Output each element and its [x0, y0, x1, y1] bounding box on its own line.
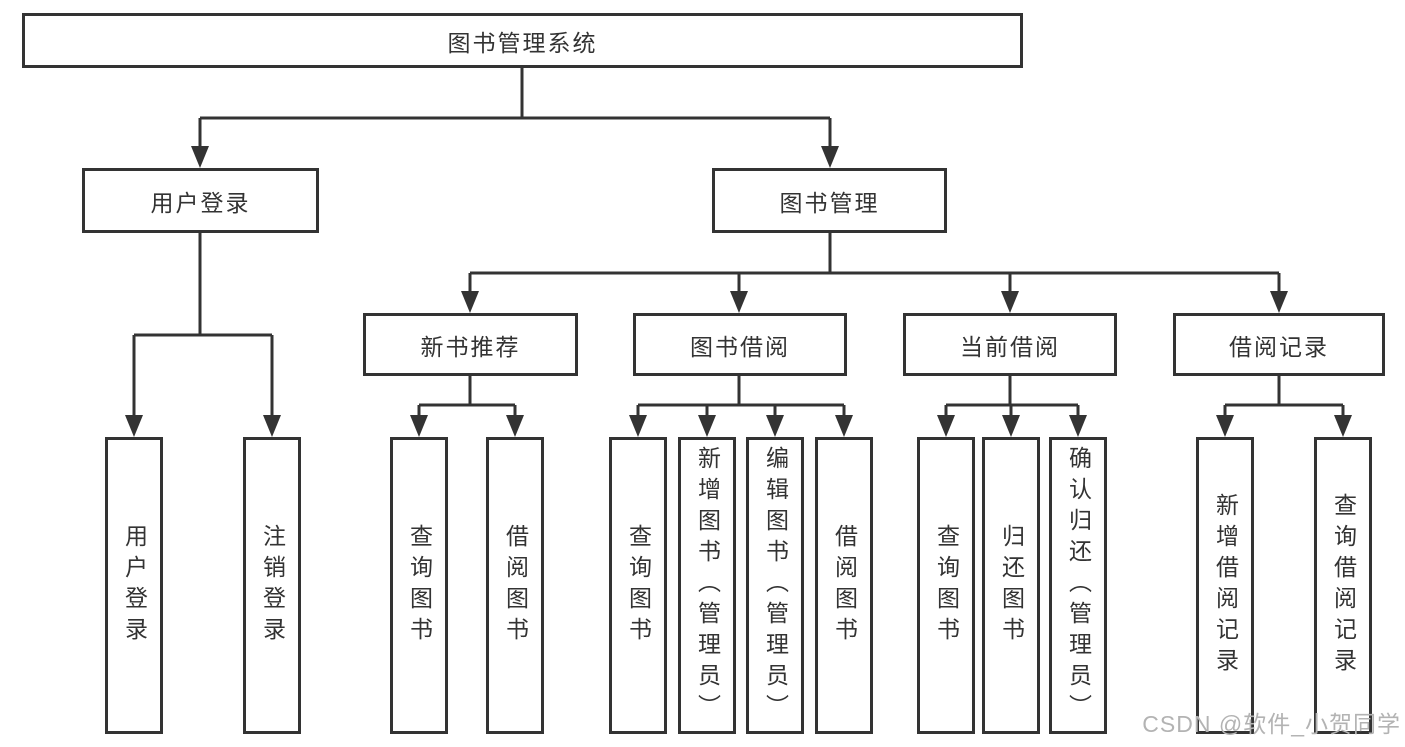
leaf-newbooks-borrow: 借阅图书 [486, 437, 544, 734]
leaf-borrow-edit: 编辑图书（管理员） [746, 437, 804, 734]
leaf-logout: 注销登录 [243, 437, 301, 734]
leaf-user-login: 用户登录 [105, 437, 163, 734]
node-new-books: 新书推荐 [363, 313, 578, 376]
leaf-records-query: 查询借阅记录 [1314, 437, 1372, 734]
leaf-borrow-borrow: 借阅图书 [815, 437, 873, 734]
leaf-newbooks-query: 查询图书 [390, 437, 448, 734]
leaf-current-query: 查询图书 [917, 437, 975, 734]
arrow-heads [125, 146, 1352, 437]
node-borrow-records: 借阅记录 [1173, 313, 1385, 376]
leaf-borrow-query: 查询图书 [609, 437, 667, 734]
node-user-login: 用户登录 [82, 168, 319, 233]
connector-book-borrow [636, 376, 846, 415]
connector-root [198, 68, 832, 146]
node-book-borrow: 图书借阅 [633, 313, 847, 376]
leaf-borrow-add: 新增图书（管理员） [678, 437, 736, 734]
connector-current-borrow [944, 376, 1080, 415]
connector-user-login [132, 233, 274, 415]
watermark: CSDN @软件_小贺同学 [1142, 711, 1401, 737]
connector-book-manage [468, 233, 1281, 291]
leaf-current-return: 归还图书 [982, 437, 1040, 734]
connector-borrow-records [1223, 376, 1345, 415]
node-root: 图书管理系统 [22, 13, 1023, 68]
leaf-current-confirm: 确认归还（管理员） [1049, 437, 1107, 734]
node-current-borrow: 当前借阅 [903, 313, 1117, 376]
leaf-records-add: 新增借阅记录 [1196, 437, 1254, 734]
connector-new-books [417, 376, 517, 415]
node-book-manage: 图书管理 [712, 168, 947, 233]
